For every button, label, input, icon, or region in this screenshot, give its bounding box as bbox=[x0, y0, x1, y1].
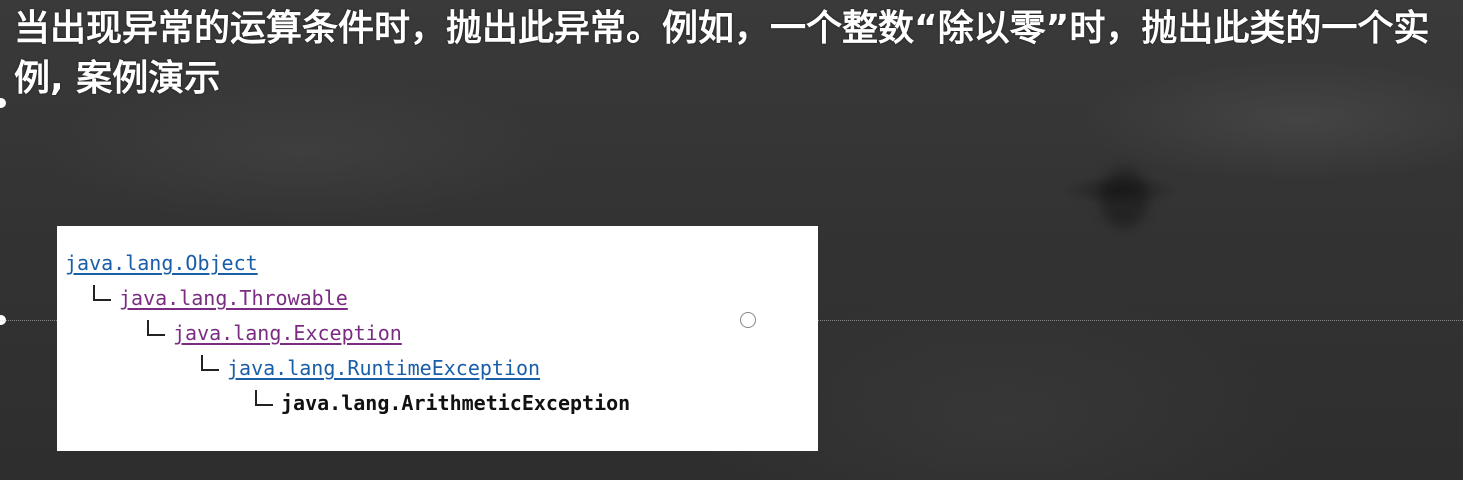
tree-elbow-icon bbox=[147, 320, 165, 336]
chalk-smudge bbox=[1100, 168, 1148, 228]
tree-elbow-icon bbox=[201, 355, 219, 371]
resize-handle-circle[interactable] bbox=[740, 312, 756, 328]
class-link-runtime-exception[interactable]: java.lang.RuntimeException bbox=[227, 356, 541, 380]
current-class-label: java.lang.ArithmeticException bbox=[281, 391, 631, 415]
hierarchy-row-runtime-exception: java.lang.RuntimeException bbox=[201, 353, 540, 383]
slide-bullet-dot bbox=[0, 98, 6, 108]
hierarchy-row-arithmetic-exception: java.lang.ArithmeticException bbox=[255, 388, 630, 418]
hierarchy-row-throwable: java.lang.Throwable bbox=[93, 283, 348, 313]
hierarchy-row-exception: java.lang.Exception bbox=[147, 318, 402, 348]
tree-elbow-icon bbox=[255, 390, 273, 406]
class-hierarchy-panel: java.lang.Object java.lang.Throwable jav… bbox=[57, 226, 818, 451]
tree-elbow-icon bbox=[93, 285, 111, 301]
hierarchy-row-object: java.lang.Object bbox=[65, 248, 258, 278]
slide-title: 当出现异常的运算条件时，抛出此异常。例如，一个整数“除以零”时，抛出此类的一个实… bbox=[14, 8, 1430, 99]
class-link-object[interactable]: java.lang.Object bbox=[65, 251, 258, 275]
class-link-throwable[interactable]: java.lang.Throwable bbox=[119, 286, 348, 310]
class-link-exception[interactable]: java.lang.Exception bbox=[173, 321, 402, 345]
